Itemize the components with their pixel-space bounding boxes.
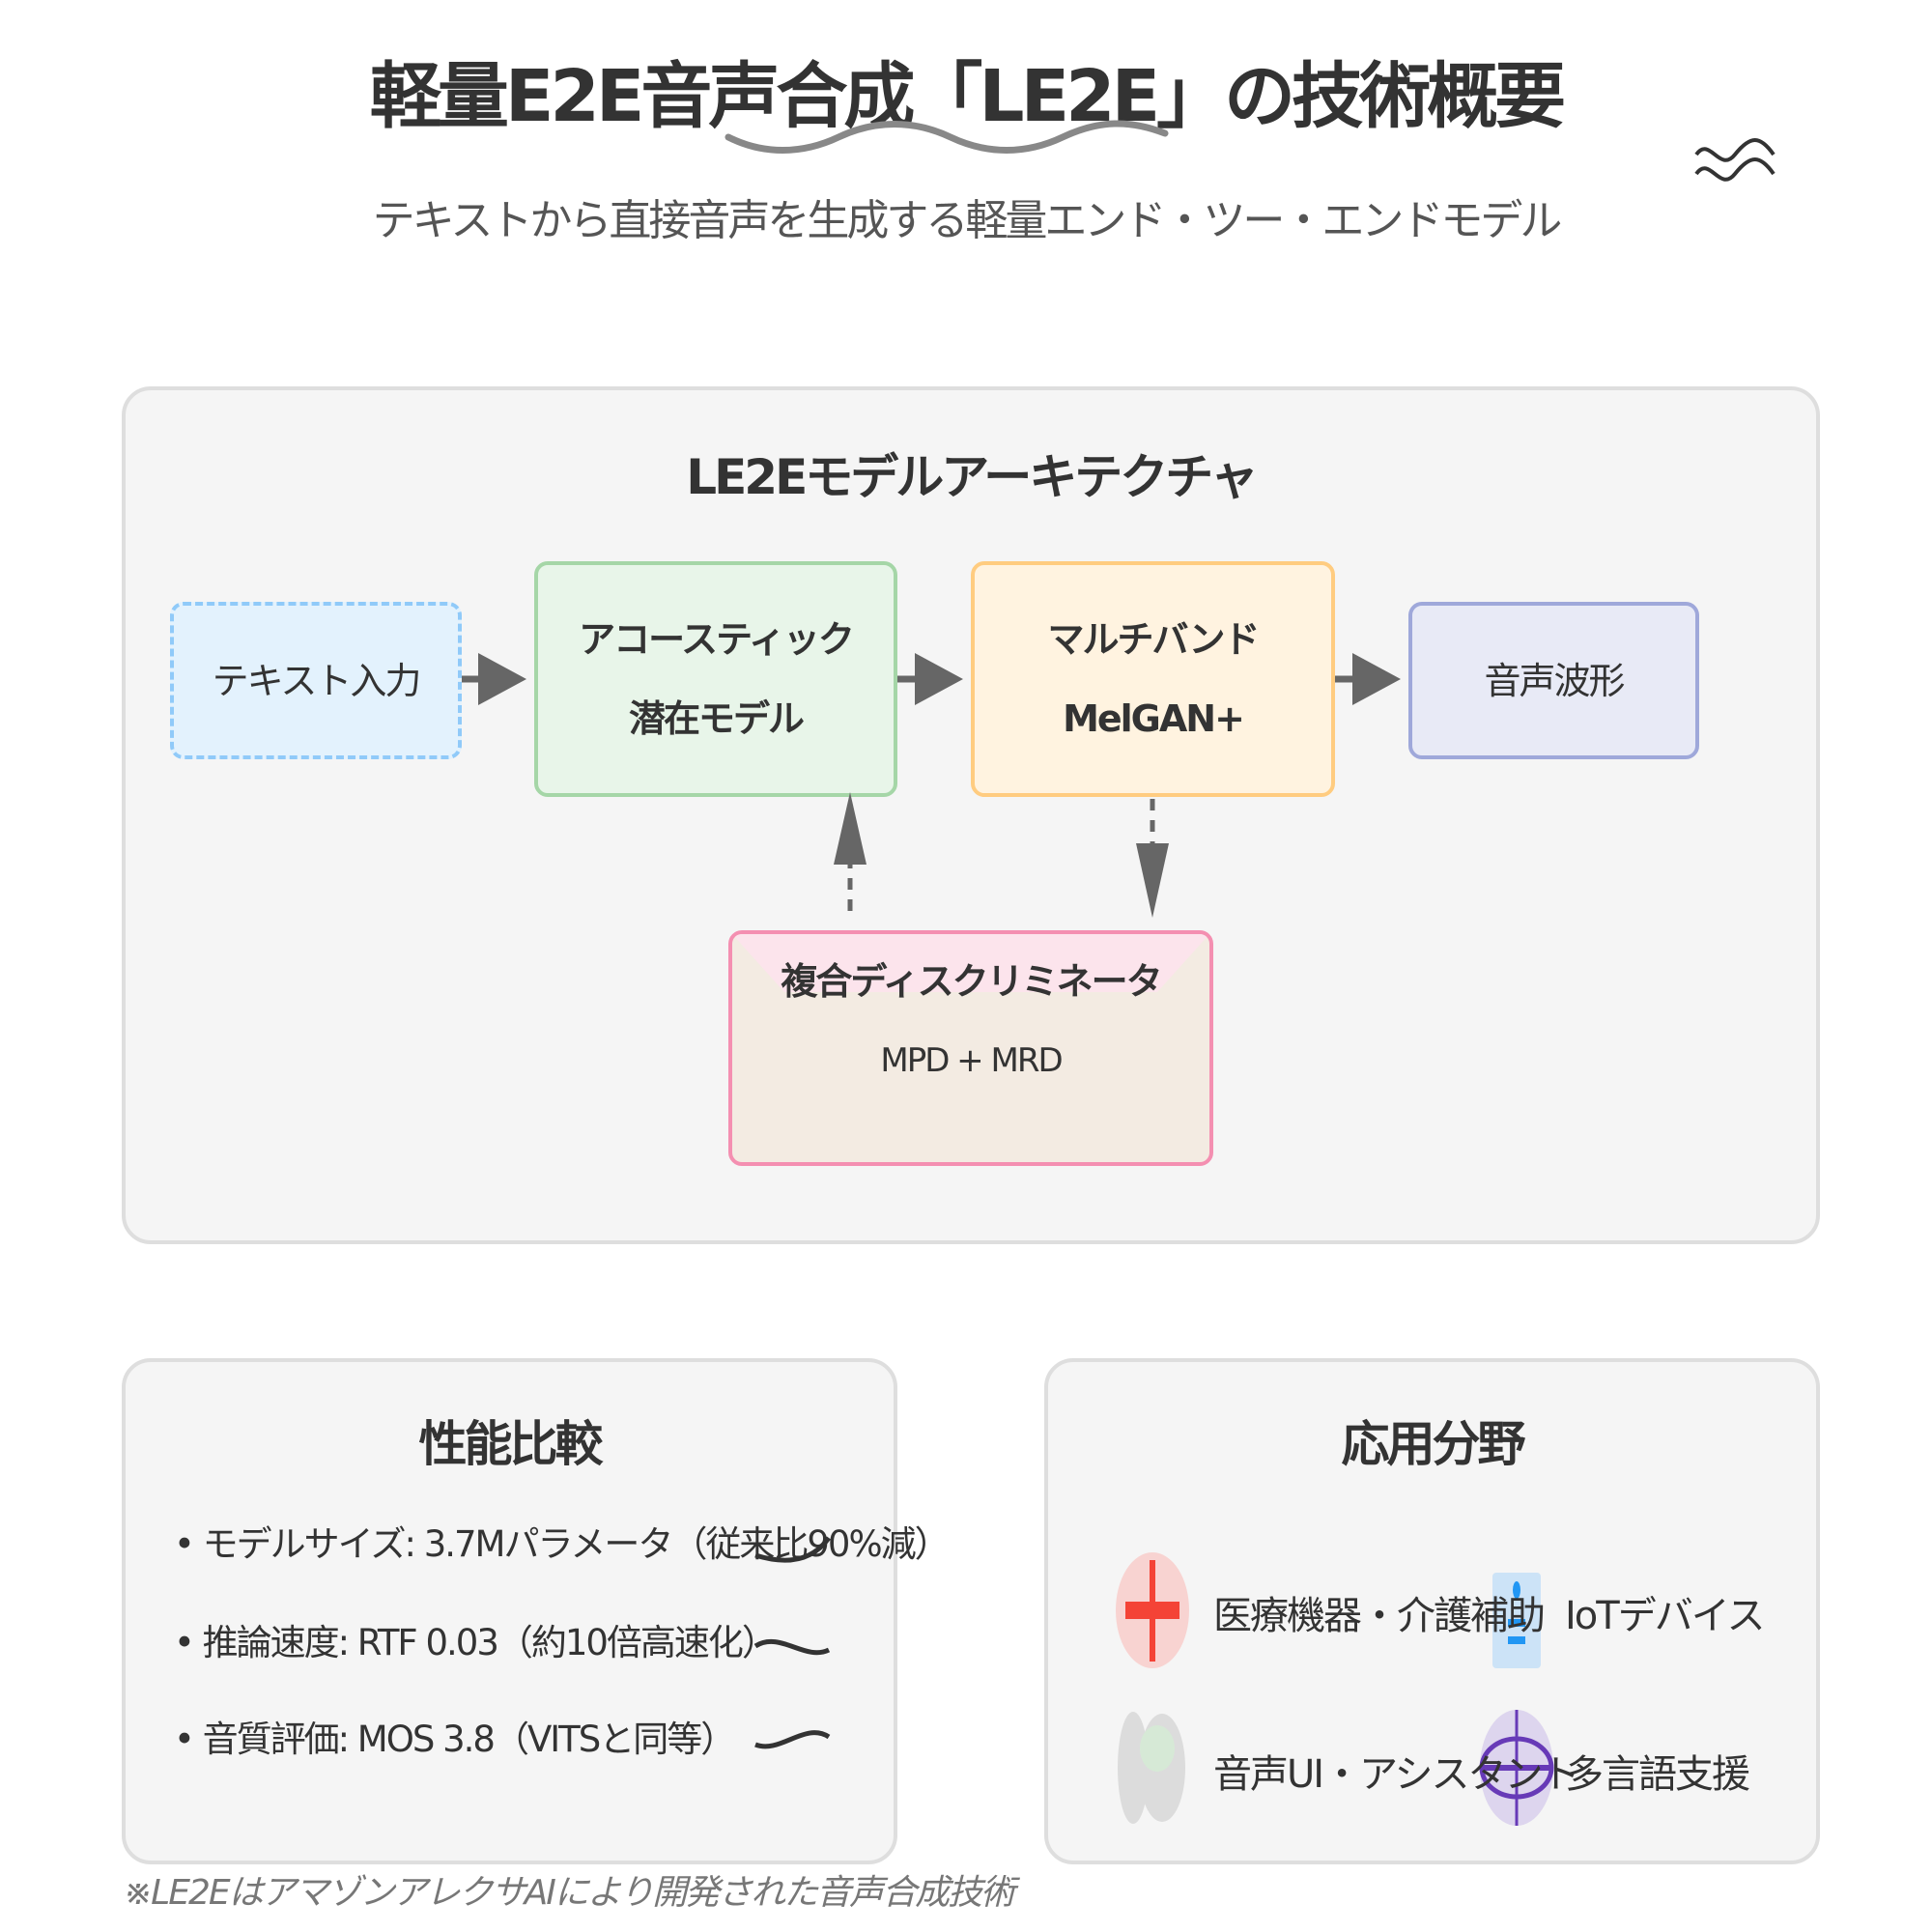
discriminator-title: 複合ディスクリミネータ: [781, 960, 1162, 1003]
performance-panel: 性能比較 • モデルサイズ: 3.7Mパラメータ（従来比90%減） • 推論速度…: [122, 1358, 951, 1864]
squiggle-decorations: [753, 1536, 832, 1749]
page-subtitle: テキストから直接音声を生成する軽量エンド・ツー・エンドモデル: [372, 196, 1563, 245]
page-title: 軽量E2E音声合成「LE2E」の技術概要: [369, 55, 1566, 138]
discriminator-subtitle: MPD + MRD: [880, 1041, 1063, 1080]
discriminator-header-shape: [732, 934, 1209, 992]
acoustic-label-1: アコースティック: [579, 618, 855, 661]
multiband-label-2: MelGAN+: [1063, 697, 1245, 740]
multiband-melgan-node: マルチバンド MelGAN+: [971, 561, 1335, 797]
iot-device-icon: [1492, 1573, 1541, 1668]
acoustic-model-node: アコースティック 潜在モデル: [534, 561, 897, 797]
architecture-title: LE2Eモデルアーキテクチャ: [686, 449, 1258, 505]
text-input-node: テキスト入力: [170, 602, 462, 759]
application-icons: [1116, 1552, 1554, 1826]
footnote: ※LE2EはアマゾンアレクサAIにより開発された音声合成技術: [124, 1873, 1015, 1913]
application-medical: 医療機器・介護補助: [1213, 1594, 1546, 1638]
waveform-label: 音声波形: [1484, 659, 1625, 702]
application-voice-ui: 音声UI・アシスタント: [1213, 1752, 1579, 1797]
application-multilingual: 多言語支援: [1565, 1752, 1750, 1797]
performance-title: 性能比較: [418, 1416, 604, 1472]
performance-item: • 推論速度: RTF 0.03（約10倍高速化）: [174, 1622, 778, 1663]
text-input-label: テキスト入力: [212, 659, 422, 702]
medical-cross-icon: [1116, 1552, 1189, 1668]
globe-icon: [1479, 1710, 1554, 1826]
multiband-label-1: マルチバンド: [1047, 618, 1261, 661]
discriminator-node: 複合ディスクリミネータ MPD + MRD: [728, 930, 1213, 1166]
sound-wave-icon: [1694, 138, 1776, 182]
acoustic-label-2: 潜在モデル: [628, 697, 805, 740]
performance-item: • 音質評価: MOS 3.8（VITSと同等）: [174, 1719, 736, 1760]
waveform-node: 音声波形: [1408, 602, 1699, 759]
application-iot: IoTデバイス: [1565, 1594, 1766, 1638]
applications-title: 応用分野: [1341, 1416, 1526, 1472]
wavy-underline: [724, 120, 1169, 154]
speaker-icon: [1118, 1712, 1185, 1824]
